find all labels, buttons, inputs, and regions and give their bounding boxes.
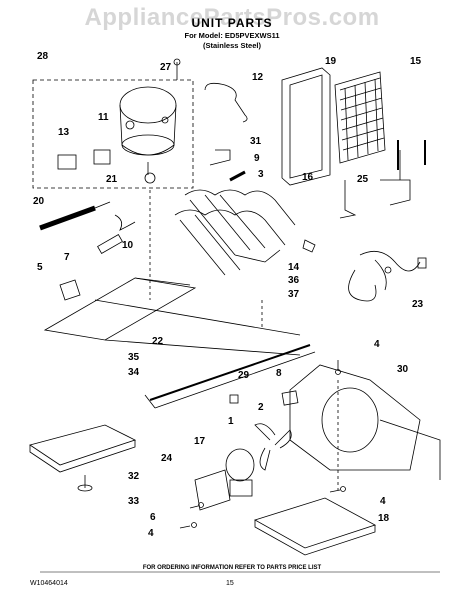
callout-29: 29 xyxy=(238,370,250,381)
callout-7: 7 xyxy=(64,252,70,263)
callout-30: 30 xyxy=(397,364,409,375)
callout-14: 14 xyxy=(288,262,300,273)
callout-35: 35 xyxy=(128,352,140,363)
page-number: 15 xyxy=(226,580,234,587)
evaporator-cover-19 xyxy=(281,67,331,186)
callout-36: 36 xyxy=(288,275,300,286)
callout-23: 23 xyxy=(412,299,424,310)
callout-3: 3 xyxy=(258,169,264,180)
callout-17: 17 xyxy=(194,436,206,447)
fan-motor-20 xyxy=(39,205,96,231)
callout-20: 20 xyxy=(33,196,45,207)
callout-16: 16 xyxy=(302,172,314,183)
callout-9: 9 xyxy=(254,153,260,164)
condenser-3 xyxy=(174,189,296,276)
bracket-24 xyxy=(194,469,231,511)
callout-22: 22 xyxy=(152,336,164,347)
wire-harness-23 xyxy=(348,250,427,302)
tube-7 xyxy=(97,233,123,255)
callout-25: 25 xyxy=(357,174,369,185)
callout-5: 5 xyxy=(37,262,43,273)
compressor-group-box xyxy=(32,79,194,189)
model-line: For Model: ED5PVEXWS11 xyxy=(184,31,280,40)
clip-16 xyxy=(339,180,357,219)
callout-1: 1 xyxy=(228,416,234,427)
callout-37: 37 xyxy=(288,289,300,300)
callout-15: 15 xyxy=(410,56,422,67)
rail-29 xyxy=(149,344,311,401)
callout-4-bottom-right: 4 xyxy=(380,496,386,507)
tray-18 xyxy=(253,497,377,549)
callout-27: 27 xyxy=(160,62,172,73)
callout-28: 28 xyxy=(37,51,49,62)
callout-33: 33 xyxy=(128,496,140,507)
callout-32: 32 xyxy=(128,471,140,482)
drier-9 xyxy=(229,170,246,182)
fan-blade-2 xyxy=(254,423,292,471)
finish-line: (Stainless Steel) xyxy=(203,41,261,50)
callout-10: 10 xyxy=(122,240,134,251)
heater-25 xyxy=(380,179,411,206)
callout-24: 24 xyxy=(161,453,173,464)
callout-4-bottom-left: 4 xyxy=(148,528,154,539)
callout-34: 34 xyxy=(128,367,140,378)
connector-14 xyxy=(302,239,316,253)
condenser-fan-motor-17 xyxy=(225,448,255,497)
callout-11: 11 xyxy=(98,112,109,123)
callout-19: 19 xyxy=(325,56,337,67)
compressor xyxy=(119,86,177,184)
ordering-note: FOR ORDERING INFORMATION REFER TO PARTS … xyxy=(142,565,322,571)
bracket-5 xyxy=(59,279,81,301)
drain-pan-32 xyxy=(29,424,137,466)
callout-6: 6 xyxy=(150,512,156,523)
fan-shroud-30 xyxy=(289,364,441,480)
doc-number: W10464014 xyxy=(30,580,68,587)
callout-13: 13 xyxy=(58,127,70,138)
evaporator-15 xyxy=(334,71,386,164)
callout-2: 2 xyxy=(258,402,264,413)
callout-12: 12 xyxy=(252,72,264,83)
callout-18: 18 xyxy=(378,513,390,524)
watermark: AppliancePartsPros.com xyxy=(84,4,380,31)
part-8 xyxy=(281,390,299,406)
tube-31 xyxy=(209,149,231,166)
wire-10 xyxy=(114,214,136,231)
callout-8: 8 xyxy=(276,368,282,379)
callout-31: 31 xyxy=(250,136,262,147)
overload-11 xyxy=(93,149,111,165)
base-frame-22 xyxy=(43,277,301,356)
part-1 xyxy=(229,394,239,404)
relay-13 xyxy=(57,154,77,170)
callout-4-top: 4 xyxy=(374,339,380,350)
tube-12 xyxy=(204,82,248,123)
callout-21: 21 xyxy=(106,174,118,185)
page-title: UNIT PARTS xyxy=(191,16,273,30)
